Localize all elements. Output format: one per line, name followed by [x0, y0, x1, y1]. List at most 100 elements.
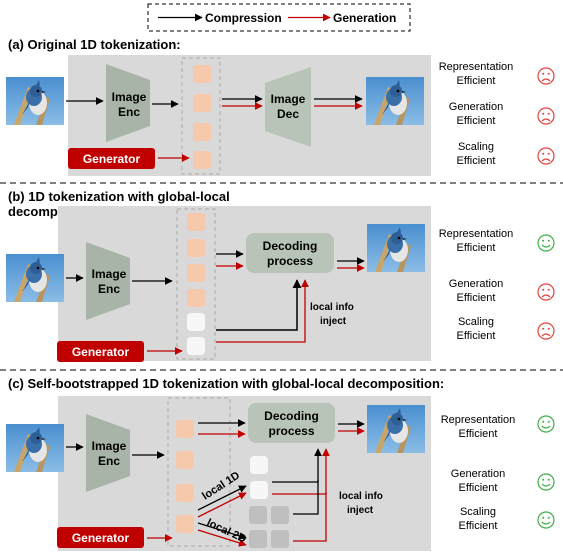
input-image-c	[6, 424, 64, 472]
image-enc-label-c1: Image	[92, 439, 127, 453]
section-c-title: (c) Self-bootstrapped 1D tokenization wi…	[8, 376, 444, 391]
generation-label-a1: Generation	[449, 101, 503, 113]
face-eye-left	[542, 289, 544, 291]
scaling-label-c2: Efficient	[459, 520, 498, 532]
frown-mouth	[542, 79, 550, 81]
image-enc-label-c2: Enc	[98, 454, 120, 468]
face-eye-left	[542, 113, 544, 115]
section-a: (a) Original 1D tokenization: Image Enc …	[6, 37, 554, 176]
image-enc-label-a2: Enc	[118, 105, 140, 119]
scaling-label-a1: Scaling	[458, 141, 494, 153]
generator-label-b: Generator	[72, 345, 130, 359]
face-outline	[538, 512, 554, 528]
image-dec-label-a1: Image	[271, 92, 306, 106]
face-eye-left	[542, 73, 544, 75]
decoding-label-c1: Decoding	[264, 409, 319, 423]
face-eye-right	[548, 73, 550, 75]
face-eye-left	[542, 328, 544, 330]
representation-label-a1: Representation	[439, 61, 514, 73]
token-c3	[176, 484, 194, 502]
token-b1	[187, 213, 205, 231]
face-outline	[538, 284, 554, 300]
scaling-label-c1: Scaling	[460, 506, 496, 518]
face-outline	[538, 235, 554, 251]
input-image-a	[6, 77, 64, 125]
image-enc-label-b1: Image	[92, 267, 127, 281]
generator-label-c: Generator	[72, 531, 130, 545]
metrics-c: Representation Efficient Generation Effi…	[441, 414, 516, 532]
smile-mouth	[542, 426, 550, 428]
section-a-title: (a) Original 1D tokenization:	[8, 37, 181, 52]
scaling-label-a2: Efficient	[457, 155, 496, 167]
representation-face-a	[538, 68, 554, 84]
section-c: (c) Self-bootstrapped 1D tokenization wi…	[6, 376, 554, 551]
face-eye-right	[548, 240, 550, 242]
image-enc-label-a1: Image	[112, 90, 147, 104]
scaling-face-c	[538, 512, 554, 528]
representation-label-a2: Efficient	[457, 75, 496, 87]
local-info-label-b2: inject	[320, 316, 347, 327]
token-a1	[193, 65, 211, 83]
local-2d-token-4	[271, 530, 289, 548]
representation-label-b2: Efficient	[457, 242, 496, 254]
token-a3	[193, 123, 211, 141]
section-b: (b) 1D tokenization with global-local de…	[6, 189, 554, 362]
face-eye-right	[548, 289, 550, 291]
token-c4	[176, 515, 194, 533]
local-info-label-c1: local info	[339, 491, 383, 502]
face-eye-left	[542, 240, 544, 242]
generation-face-b	[538, 284, 554, 300]
token-b3	[187, 264, 205, 282]
local-token-b1	[187, 313, 205, 331]
face-outline	[538, 323, 554, 339]
token-b2	[187, 239, 205, 257]
generation-label-a2: Efficient	[457, 115, 496, 127]
generation-label-c2: Efficient	[459, 482, 498, 494]
face-eye-left	[542, 421, 544, 423]
face-eye-left	[542, 479, 544, 481]
legend-generation-label: Generation	[333, 11, 396, 25]
local-1d-token-1	[250, 456, 268, 474]
face-eye-left	[542, 153, 544, 155]
metrics-b: Representation Efficient Generation Effi…	[439, 228, 514, 342]
generation-label-b1: Generation	[449, 278, 503, 290]
input-image-b	[6, 254, 64, 302]
face-outline	[538, 416, 554, 432]
scaling-label-b1: Scaling	[458, 316, 494, 328]
smile-mouth	[542, 484, 550, 486]
face-outline	[538, 474, 554, 490]
image-enc-label-b2: Enc	[98, 282, 120, 296]
local-info-label-b1: local info	[310, 302, 354, 313]
local-info-label-c2: inject	[347, 505, 374, 516]
token-c1	[176, 420, 194, 438]
local-2d-token-3	[249, 530, 267, 548]
frown-mouth	[542, 334, 550, 336]
face-outline	[538, 108, 554, 124]
scaling-label-b2: Efficient	[457, 330, 496, 342]
face-outline	[538, 148, 554, 164]
scaling-face-a	[538, 148, 554, 164]
representation-face-c	[538, 416, 554, 432]
generation-label-c1: Generation	[451, 468, 505, 480]
representation-label-c2: Efficient	[459, 428, 498, 440]
generation-face-c	[538, 474, 554, 490]
output-image-a	[366, 77, 424, 125]
representation-face-b	[538, 235, 554, 251]
face-eye-right	[548, 421, 550, 423]
face-eye-right	[548, 479, 550, 481]
decoding-label-b2: process	[267, 254, 313, 268]
scaling-face-b	[538, 323, 554, 339]
legend: Compression Generation	[148, 4, 410, 31]
local-2d-token-1	[249, 506, 267, 524]
frown-mouth	[542, 159, 550, 161]
face-eye-left	[542, 517, 544, 519]
output-image-c	[367, 405, 425, 453]
local-1d-token-2	[250, 481, 268, 499]
face-eye-right	[548, 517, 550, 519]
token-c2	[176, 451, 194, 469]
image-dec-label-a2: Dec	[277, 107, 299, 121]
face-eye-right	[548, 328, 550, 330]
generator-label-a: Generator	[83, 152, 141, 166]
face-eye-right	[548, 113, 550, 115]
local-token-b2	[187, 337, 205, 355]
